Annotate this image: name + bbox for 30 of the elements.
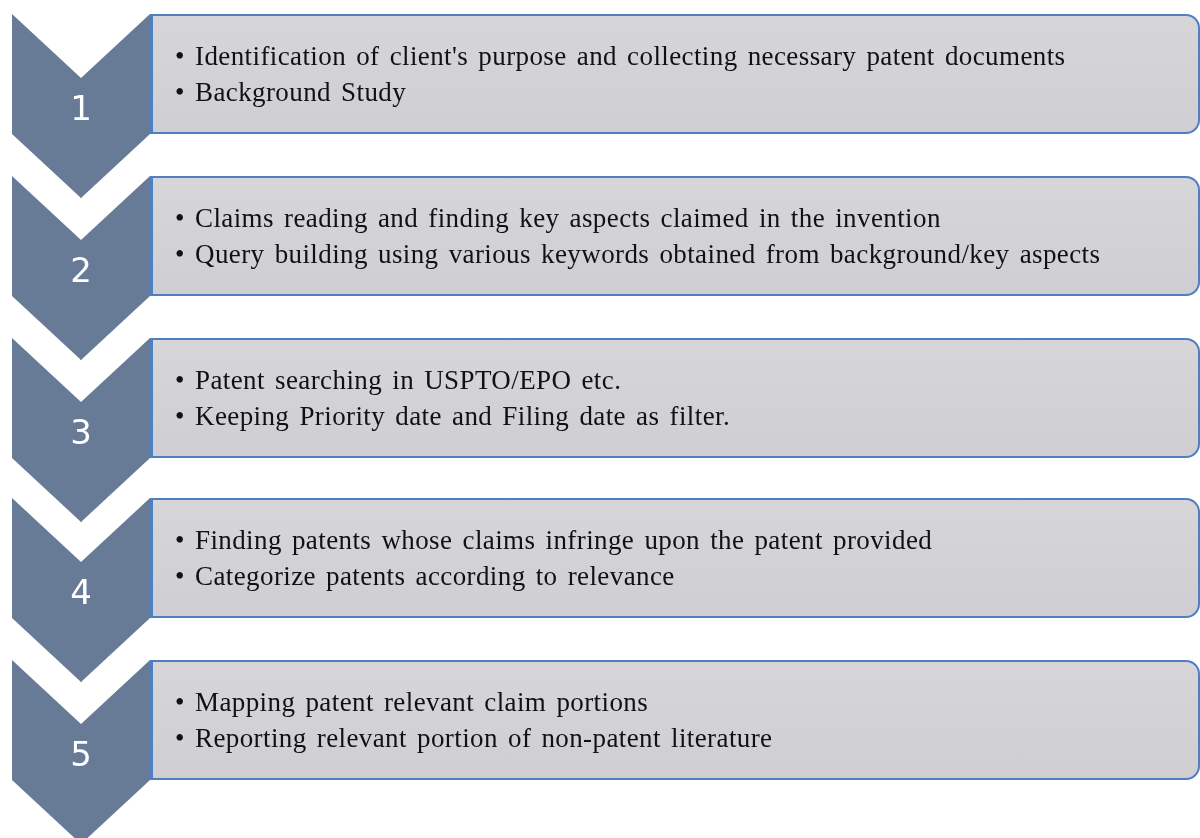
step-number: 1 (69, 88, 93, 129)
step-number: 2 (69, 250, 93, 291)
step-number: 3 (69, 412, 93, 453)
bullet-text: • Identification of client's purpose and collecting necessary patent documents (175, 40, 1066, 73)
step-number-tab (12, 660, 150, 780)
step-number-tab (12, 176, 150, 296)
step-number-tab (12, 338, 150, 458)
bullet-text: • Keeping Priority date and Filing date as filter. (175, 400, 731, 433)
bullet-text: • Query building using various keywords obtained from background/key aspects (175, 238, 1101, 271)
bullet-text: • Finding patents whose claims infringe upon the patent provided (175, 524, 933, 557)
step-number-tab (12, 14, 150, 134)
step-box (150, 498, 1200, 618)
step-box (150, 176, 1200, 296)
bullet-text: • Categorize patents according to relevance (175, 560, 676, 593)
chevron-arrow (12, 457, 150, 523)
bullet-text: • Mapping patent relevant claim portions (175, 686, 650, 719)
chevron-arrow (12, 617, 150, 683)
step-box (150, 14, 1200, 134)
chevron-arrow (12, 133, 150, 199)
bullet-text: • Patent searching in USPTO/EPO etc. (175, 364, 623, 397)
step-number: 4 (69, 572, 93, 613)
bullet-text: • Background Study (175, 76, 408, 109)
step-box (150, 660, 1200, 780)
chevron-arrow (12, 295, 150, 361)
bullet-text: • Reporting relevant portion of non-patent literature (175, 722, 773, 755)
step-box (150, 338, 1200, 458)
step-number: 5 (69, 734, 93, 775)
step-number-tab (12, 498, 150, 618)
chevron-arrow (12, 779, 150, 838)
bullet-text: • Claims reading and finding key aspects claimed in the invention (175, 202, 942, 235)
